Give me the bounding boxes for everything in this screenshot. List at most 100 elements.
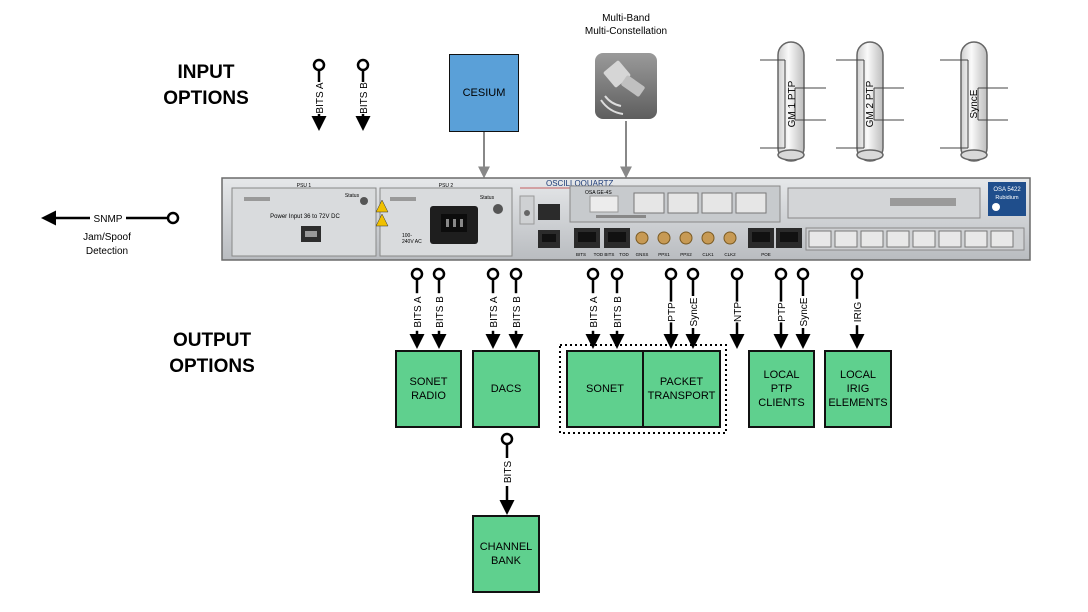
output-arrow-origin [410, 267, 424, 281]
output-label-backdrop [488, 293, 498, 331]
output-label-backdrop [666, 301, 676, 323]
psu1-status-label: Status [345, 193, 360, 199]
dacs-box: DACS [472, 350, 540, 428]
output-signal-label: BITS A [589, 296, 600, 327]
output-arrow: PTP [663, 267, 679, 349]
dacs-bits-link: BITS [499, 432, 515, 515]
output-label-backdrop [798, 296, 808, 328]
output-arrow-origin [686, 267, 700, 281]
power-input-label: Power Input 36 to 72V DC [270, 214, 340, 220]
output-signal-label: BITS A [489, 296, 500, 327]
input-bits-b: BITS B [355, 58, 371, 131]
sonet-radio-box: SONET RADIO [395, 350, 462, 428]
psu2-label: PSU 2 [439, 183, 454, 189]
sonet-box: SONET [566, 350, 644, 428]
output-arrow: NTP [729, 267, 745, 349]
snmp-caption-line1: Jam/Spoof [83, 232, 131, 243]
synce-input-label: SyncE [969, 89, 980, 118]
port-label: POE [761, 252, 771, 257]
output-arrow: BITS A [409, 267, 425, 349]
input-heading-line2: OPTIONS [163, 88, 249, 109]
input-bits-a: BITS A [311, 58, 327, 131]
output-arrow-origin [509, 267, 523, 281]
output-label-backdrop [688, 296, 698, 328]
output-arrow: BITS B [609, 267, 625, 349]
output-options-heading: OUTPUT OPTIONS [162, 328, 262, 380]
output-arrow: BITS B [431, 267, 447, 349]
gnss-label: Multi-Band Multi-Constellation [566, 12, 686, 38]
port-label: BITS [576, 252, 586, 257]
port-label: PPS2 [680, 252, 692, 257]
output-arrow-origin [610, 267, 624, 281]
dacs-bits-label: BITS [503, 461, 514, 484]
output-label-backdrop [852, 298, 862, 326]
gm1-ptp-fiber: GM 1 PTP [760, 41, 826, 162]
output-signal-label: SyncE [689, 297, 700, 326]
output-signal-label: BITS B [435, 296, 446, 328]
output-signal-label: IRIG [853, 302, 864, 323]
sonet-packet-group-outline [559, 344, 727, 434]
ac-voltage-label: 100-240V AC [402, 233, 422, 245]
local-ptp-clients-box: LOCAL PTP CLIENTS [748, 350, 815, 428]
output-arrow: BITS A [585, 267, 601, 349]
brand-label: OSCILLOQUARTZ [546, 179, 614, 188]
snmp-caption-line2: Detection [86, 246, 128, 257]
output-arrow-origin [730, 267, 744, 281]
packet-transport-box: PACKET TRANSPORT [642, 350, 721, 428]
output-signal-label: PTP [667, 302, 678, 322]
input-bits-b-label: BITS B [359, 82, 370, 114]
input-options-heading: INPUT OPTIONS [160, 60, 252, 112]
sfp-cage-row [805, 227, 1025, 251]
output-heading-line1: OUTPUT [172, 330, 252, 351]
port-label: CLK2 [724, 252, 736, 257]
output-arrow-origin [774, 267, 788, 281]
osa-5422-device: PSU 1 Status Power Input 36 to 72V DC PS… [221, 177, 1031, 261]
local-irig-elements-box: LOCAL IRIG ELEMENTS [824, 350, 892, 428]
cesium-box: CESIUM [449, 54, 519, 132]
output-arrow-origin [432, 267, 446, 281]
output-signal-label: BITS B [512, 296, 523, 328]
gm1-ptp-label: GM 1 PTP [787, 80, 798, 127]
output-arrow-origin [796, 267, 810, 281]
gnss-label-line2: Multi-Constellation [584, 26, 668, 37]
snmp-link: SNMP Jam/Spoof Detection [41, 210, 180, 257]
port-label: TOD BITS [594, 252, 615, 257]
output-arrow-origin [850, 267, 864, 281]
model-sub-label: Rubidium [995, 195, 1019, 201]
output-arrow: IRIG [849, 267, 865, 349]
output-label-backdrop [511, 293, 521, 331]
output-arrow: BITS B [508, 267, 524, 349]
output-arrow-origin [586, 267, 600, 281]
output-arrow-group: BITS A BITS B BITS A BITS B BITS A BITS B PTP S… [409, 267, 865, 349]
output-arrow: SyncE [685, 267, 701, 349]
output-arrow: SyncE [795, 267, 811, 349]
output-signal-label: BITS B [613, 296, 624, 328]
output-label-backdrop [434, 293, 444, 331]
snmp-label: SNMP [94, 214, 123, 225]
output-signal-label: PTP [777, 302, 788, 322]
input-bits-a-label: BITS A [315, 82, 326, 113]
mgmt-port [538, 204, 560, 220]
output-arrow: BITS A [485, 267, 501, 349]
output-label-backdrop [732, 301, 742, 323]
output-arrow: PTP [773, 267, 789, 349]
port-label: GNSS [636, 252, 649, 257]
output-arrow-origin [486, 267, 500, 281]
model-label: OSA 5422 [993, 187, 1021, 193]
output-label-backdrop [612, 293, 622, 331]
input-heading-line1: INPUT [177, 62, 235, 83]
port-label: PPS1 [658, 252, 670, 257]
output-signal-label: BITS A [413, 296, 424, 327]
gm2-ptp-fiber: GM 2 PTP [836, 41, 904, 162]
channel-bank-box: CHANNEL BANK [472, 515, 540, 593]
psu1-label: PSU 1 [297, 183, 312, 189]
port-label: TOD [619, 252, 629, 257]
output-signal-label: SyncE [799, 297, 810, 326]
output-signal-label: NTP [733, 302, 744, 322]
synce-fiber: SyncE [940, 41, 1008, 162]
psu2-status-label: Status [480, 195, 495, 201]
output-label-backdrop [588, 293, 598, 331]
ge-module-label: OSA GE-4S [585, 190, 612, 196]
